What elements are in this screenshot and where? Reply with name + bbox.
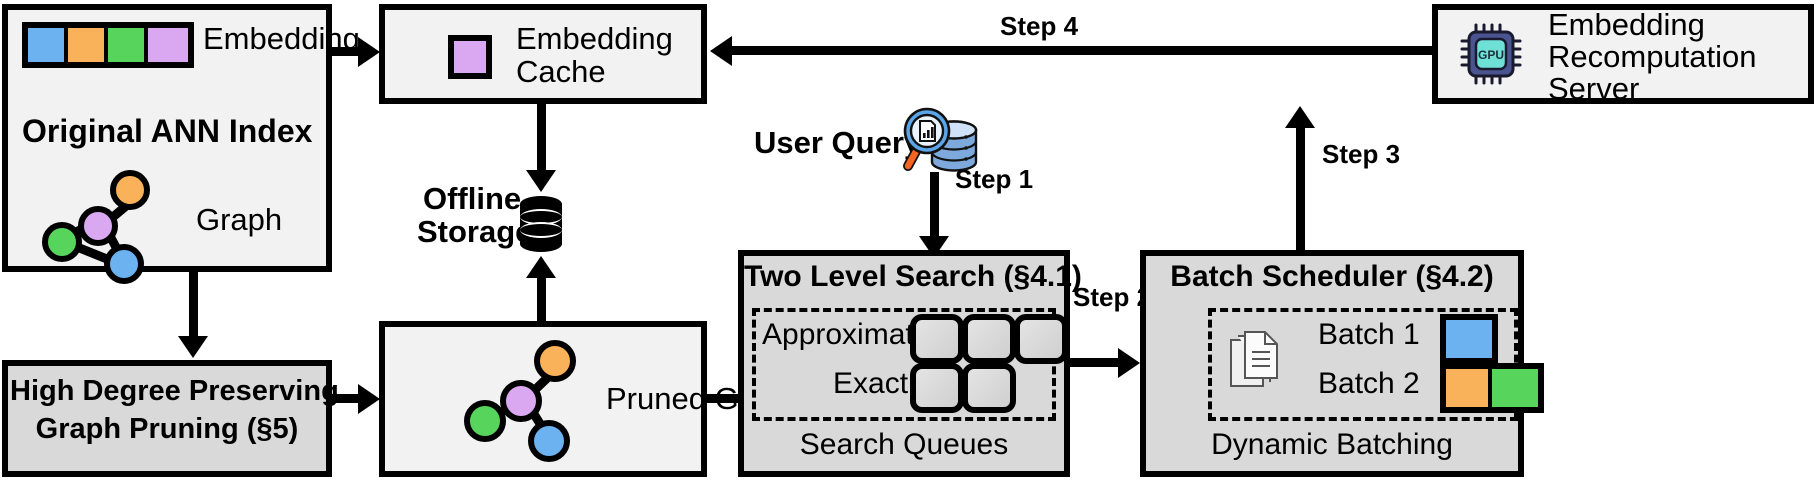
embedding-swatch-purple — [148, 28, 188, 62]
gpu-chip-icon: GPU — [1458, 21, 1524, 87]
exact-label: Exact — [833, 367, 909, 400]
batch-2-tiles — [1440, 363, 1544, 413]
user-query-label: User Query — [754, 125, 922, 160]
step3-label: Step 3 — [1322, 139, 1401, 169]
step1-label: Step 1 — [955, 164, 1034, 194]
two-level-search-title: Two Level Search (§4.1) — [744, 260, 1082, 293]
graph-node-orange — [110, 170, 150, 210]
graph-node-purple — [78, 206, 118, 246]
arrow-pruning-to-pruned-head — [358, 384, 380, 414]
arrow-index-to-pruning-head — [178, 336, 208, 358]
graph-node-blue — [104, 244, 144, 284]
approximate-queue-cells — [910, 314, 1068, 364]
arrow-pruned-to-search-line — [707, 394, 755, 403]
offline-storage-line1: Offline — [423, 181, 522, 216]
graph-node-orange — [534, 340, 576, 382]
embedding-cache-title-line1: Embedding — [516, 21, 673, 56]
box-two-level-search — [738, 250, 1070, 477]
queue-cell[interactable] — [962, 363, 1016, 413]
search-database-icon — [900, 104, 978, 176]
queue-cell[interactable] — [1014, 314, 1068, 364]
graph-node-blue — [528, 420, 570, 462]
approximate-label: Approximate — [762, 318, 931, 351]
batch-tile-green — [1492, 369, 1538, 407]
high-degree-pruning-line2: Graph Pruning (§5) — [35, 413, 299, 445]
exact-queue-cells — [910, 363, 1016, 413]
arrow-step1-line — [930, 172, 939, 238]
graph-label: Graph — [196, 202, 283, 237]
arrow-ann-to-cache-head — [358, 37, 380, 67]
embedding-cache-title-line2: Cache — [516, 54, 606, 89]
arrow-cache-to-storage-head — [526, 170, 556, 192]
high-degree-pruning-line1: High Degree Preserving — [10, 375, 339, 407]
recomputation-server-line3: Server — [1548, 71, 1640, 106]
arrow-ann-to-cache-line — [332, 47, 360, 56]
arrow-step2-line — [1070, 358, 1122, 367]
box-embedding-cache — [379, 4, 707, 104]
arrow-pruning-to-pruned-line — [332, 394, 360, 403]
batch-tile-blue — [1446, 320, 1492, 358]
arrow-step2-head — [1118, 348, 1140, 378]
queue-cell[interactable] — [910, 314, 964, 364]
queue-cell[interactable] — [962, 314, 1016, 364]
arrow-pruned-to-storage-head — [526, 256, 556, 278]
arrow-step4-line — [732, 46, 1432, 55]
original-ann-index-title: Original ANN Index — [22, 113, 313, 149]
step4-label: Step 4 — [1000, 11, 1079, 41]
embedding-cache-swatch — [448, 35, 492, 79]
documents-stack-icon — [1228, 330, 1284, 392]
embedding-swatch-green — [108, 28, 148, 62]
graph-node-green — [464, 400, 506, 442]
arrow-step3-line — [1296, 128, 1305, 252]
graph-node-purple — [500, 380, 542, 422]
embedding-swatch-orange — [68, 28, 108, 62]
batch-1-label: Batch 1 — [1318, 318, 1420, 351]
search-queues-dashed-region — [752, 308, 1056, 421]
box-high-degree-pruning — [2, 360, 332, 477]
batch-2-label: Batch 2 — [1318, 367, 1420, 400]
dynamic-batching-footer: Dynamic Batching — [1211, 428, 1453, 461]
graph-node-green — [42, 222, 82, 262]
arrow-step3-head — [1285, 106, 1315, 128]
search-queues-footer: Search Queues — [799, 428, 1009, 461]
recomputation-server-line1: Embedding — [1548, 7, 1705, 42]
embedding-swatch-strip — [22, 22, 194, 68]
batch-1-tiles — [1440, 314, 1498, 364]
recomputation-server-line2: Recomputation — [1548, 39, 1757, 74]
arrow-pruned-to-storage-line — [537, 276, 546, 322]
svg-text:GPU: GPU — [1478, 48, 1504, 62]
batch-tile-orange — [1446, 369, 1492, 407]
arrow-cache-to-storage-line — [537, 104, 546, 172]
database-icon — [518, 195, 564, 253]
pruned-graph-glyph — [462, 338, 588, 462]
arrow-index-to-pruning-line — [189, 272, 198, 338]
batch-scheduler-title: Batch Scheduler (§4.2) — [1170, 260, 1494, 293]
offline-storage-line2: Storage — [417, 214, 533, 249]
original-graph-glyph — [40, 168, 160, 284]
embedding-swatch-blue — [28, 28, 68, 62]
arrow-step4-head — [710, 36, 732, 66]
queue-cell[interactable] — [910, 363, 964, 413]
